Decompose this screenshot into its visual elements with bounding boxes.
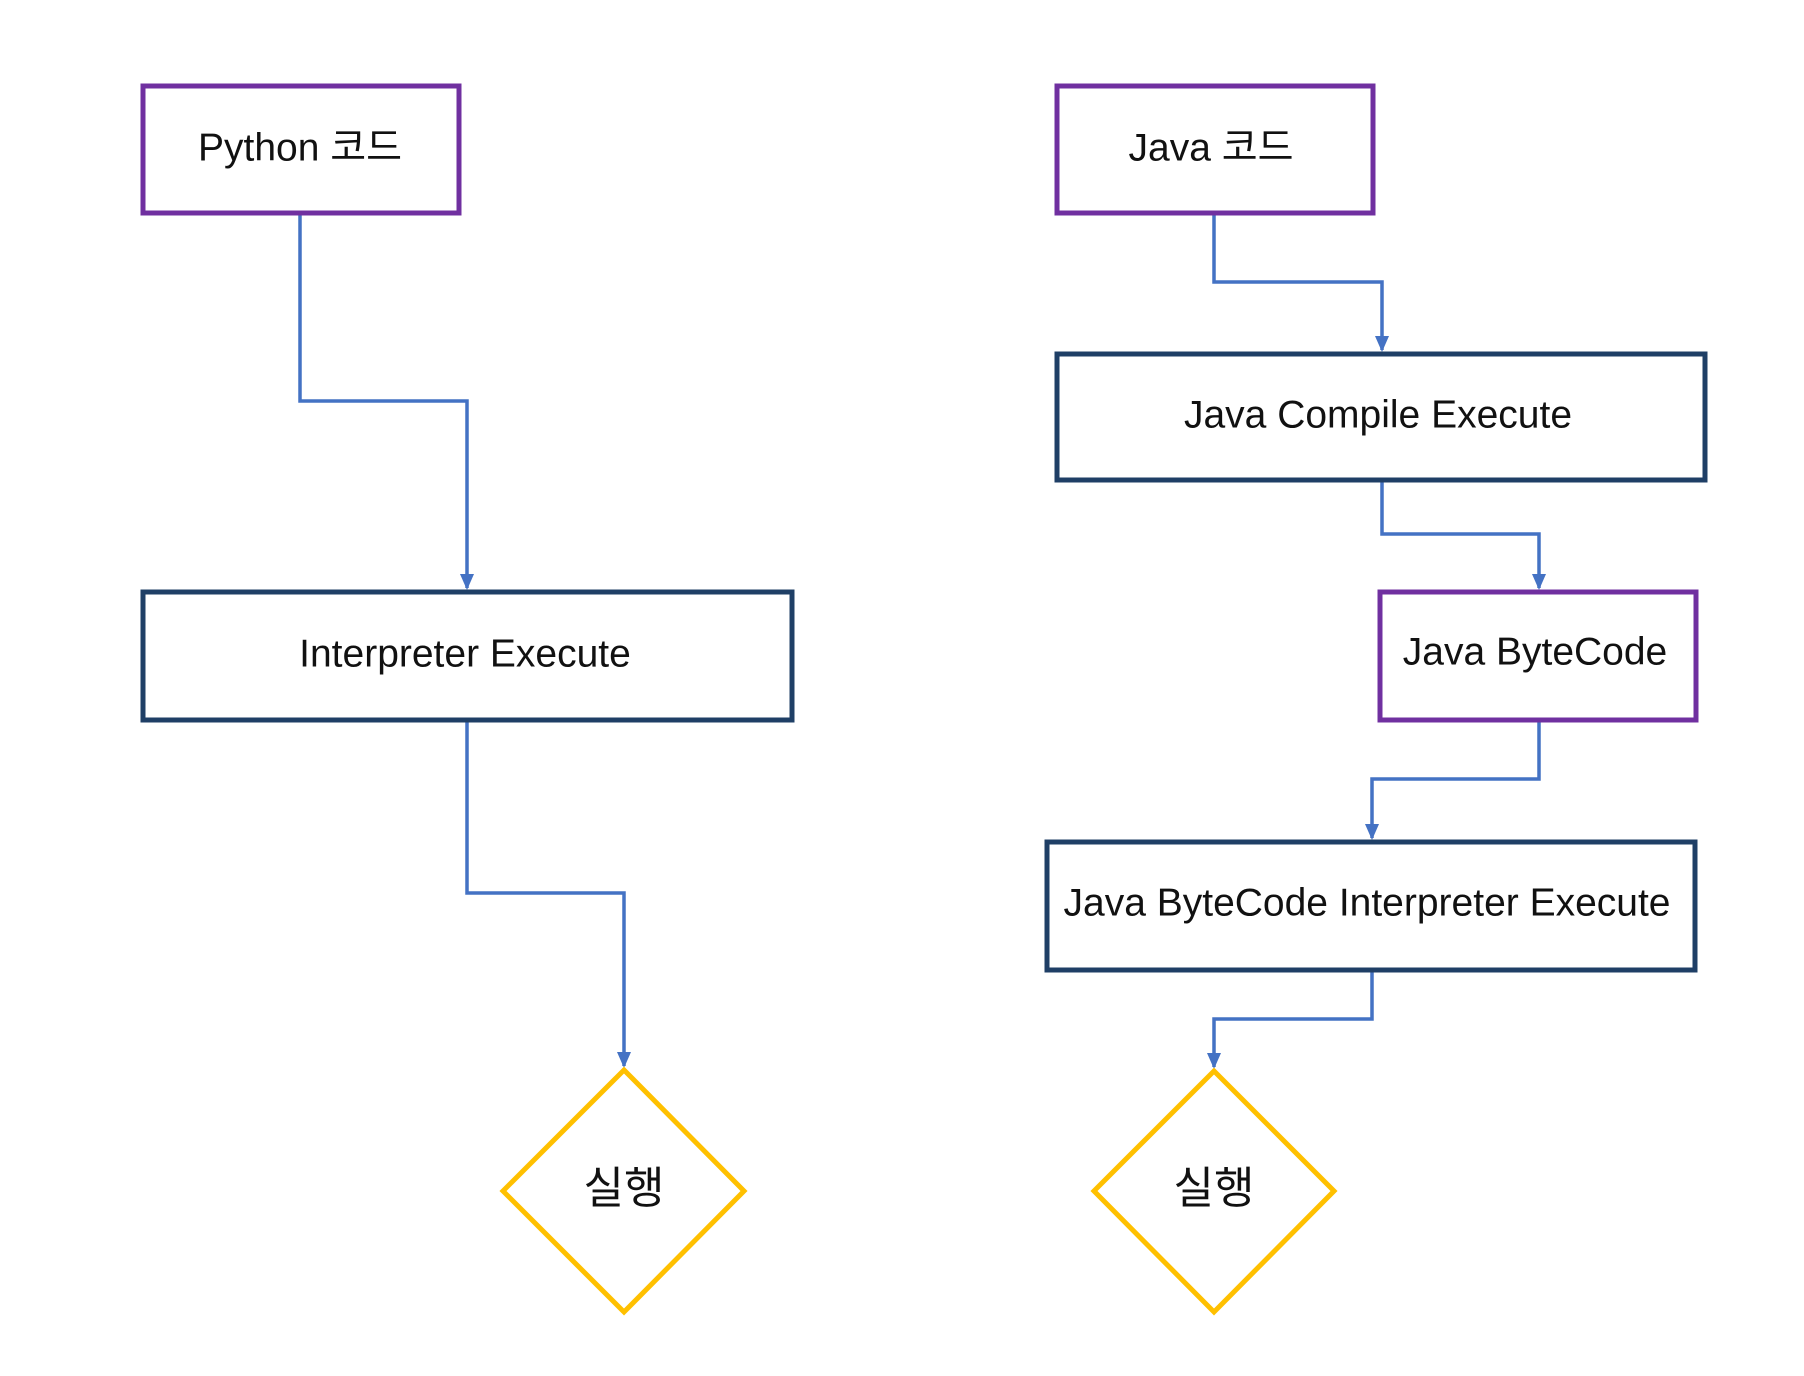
python-code-label: Python 코드 — [198, 126, 402, 169]
java-code-label: Java 코드 — [1129, 126, 1294, 169]
java-code-box — [1054, 83, 1376, 216]
java-bytecode-box — [1377, 589, 1699, 723]
java-bytecode-label: Java ByteCode — [1403, 630, 1668, 673]
connector-bytecode-to-interpreter — [1365, 720, 1541, 840]
connector-python-to-interpreter — [298, 213, 474, 590]
java-compile-execute-box — [1054, 351, 1708, 483]
java-bytecode-interpreter-box — [1044, 839, 1698, 973]
java-compile-execute-label: Java Compile Execute — [1184, 393, 1572, 436]
connector-interpreter-to-run-java — [1207, 970, 1374, 1069]
python-run-diamond — [499, 1066, 748, 1316]
connectors — [298, 213, 1546, 1069]
python-code-box — [140, 83, 462, 216]
interpreter-execute-box — [140, 589, 795, 723]
connector-java-to-compile — [1212, 213, 1389, 352]
connector-compile-to-bytecode — [1380, 480, 1546, 590]
python-run-label: 실행 — [584, 1163, 665, 1214]
connector-interpreter-to-run — [465, 720, 631, 1068]
interpreter-execute-label: Interpreter Execute — [299, 632, 631, 675]
java-run-diamond — [1090, 1067, 1338, 1316]
java-bytecode-interpreter-label: Java ByteCode Interpreter Execute — [1064, 881, 1671, 924]
java-run-label: 실행 — [1174, 1163, 1255, 1214]
